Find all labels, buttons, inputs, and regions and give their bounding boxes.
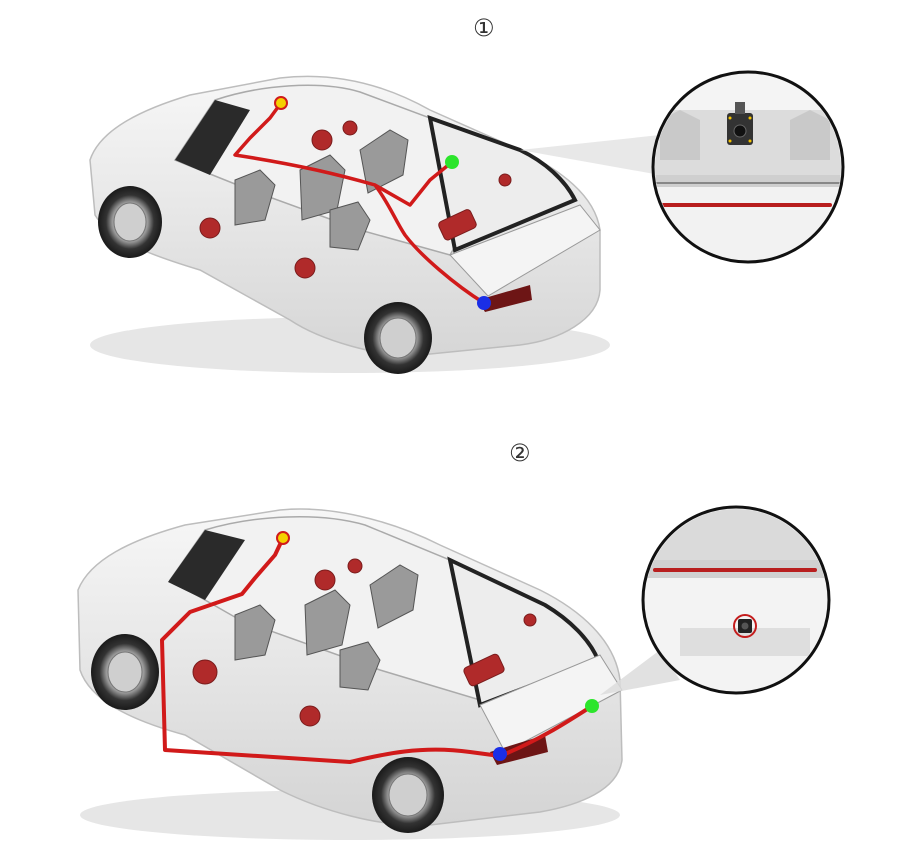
step-label-1: ① (473, 14, 495, 42)
seats (234, 129, 409, 251)
windshield (168, 530, 245, 600)
tail-light (478, 285, 532, 312)
mirror-monitor-marker (274, 96, 288, 110)
trunk-edge (449, 204, 601, 297)
reverse-light-marker (477, 296, 491, 310)
camera-end-marker (445, 155, 459, 169)
step-label-2: ② (509, 439, 531, 467)
front-wheel (91, 634, 159, 710)
mirror-monitor-marker (276, 531, 290, 545)
reverse-light-marker (493, 747, 507, 761)
seats (234, 564, 419, 691)
rear-wheel (372, 757, 444, 833)
camera-cable-route-2 (160, 536, 594, 764)
wiring-diagram-2 (0, 490, 900, 840)
interior-parts (192, 558, 537, 727)
callout-pointer-2 (600, 650, 680, 695)
camera-end-marker (585, 699, 599, 713)
license-camera-icon (733, 614, 757, 638)
camera-cable-route-1 (233, 101, 486, 305)
wiring-diagram-1 (0, 60, 900, 390)
callout-pointer-1 (520, 135, 660, 175)
front-wheel (98, 186, 162, 258)
rear-wheel (364, 302, 432, 374)
callout-closeup-1 (651, 70, 845, 264)
interior-parts (199, 120, 512, 279)
windshield (175, 100, 250, 175)
car-illustration-2 (77, 505, 831, 840)
car-illustration-1 (89, 70, 845, 374)
rear-camera-icon-1 (727, 102, 753, 145)
